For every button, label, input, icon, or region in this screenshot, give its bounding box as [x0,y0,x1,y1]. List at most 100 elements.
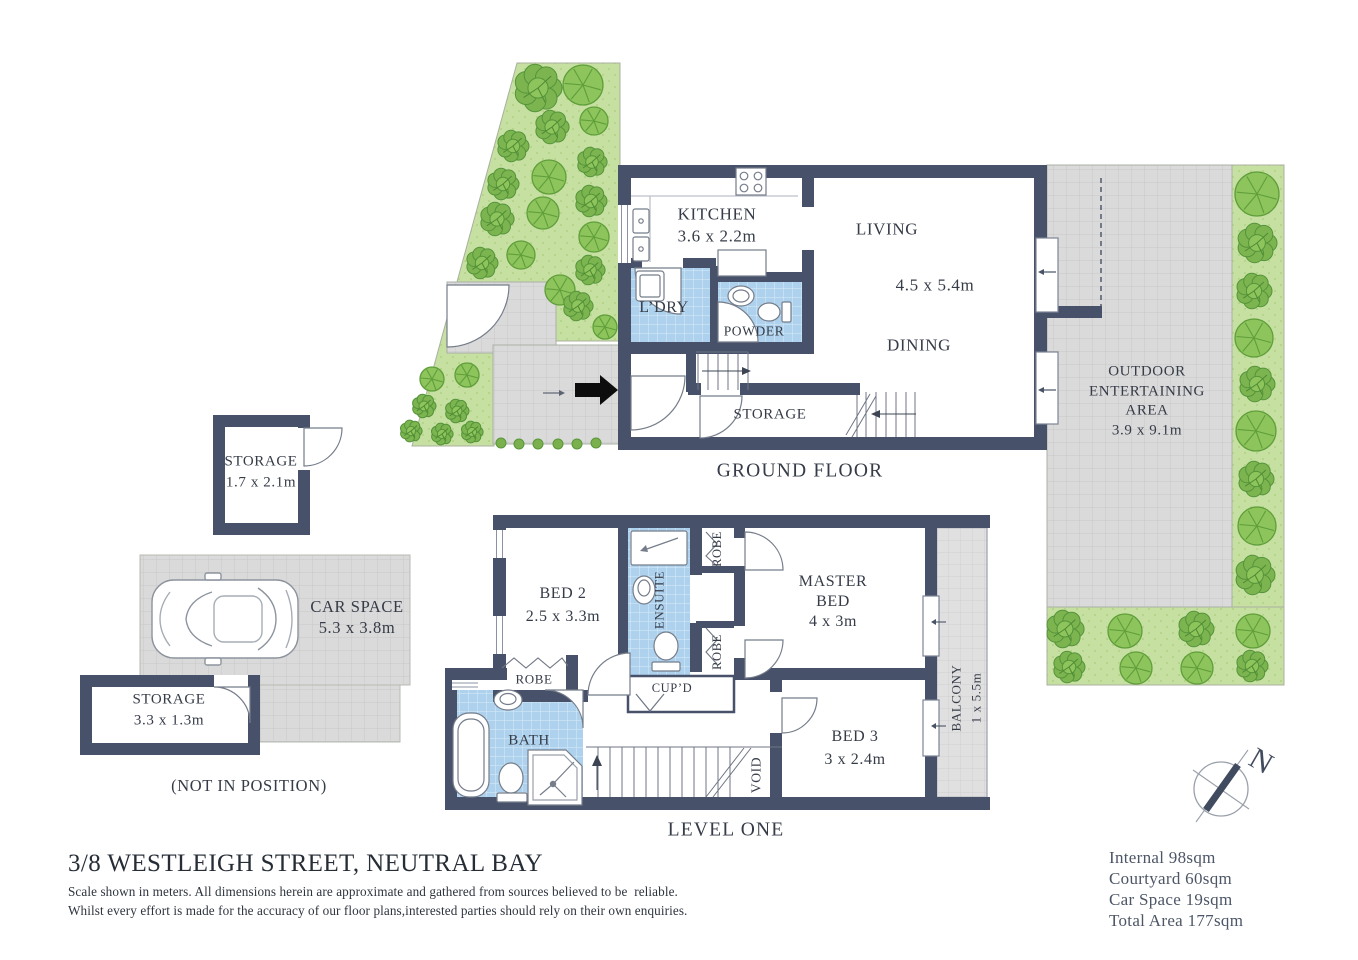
tree-icon [1234,318,1274,358]
tree-icon [590,437,602,449]
tree-icon [480,201,515,237]
powder-label: POWDER [723,323,785,339]
master-label-2: BED [816,593,850,610]
tree-icon [1239,365,1276,403]
tree-icon [575,254,606,286]
tree-icon [563,290,594,322]
windows-level-one [452,530,946,757]
bed3-dims: 3 x 2.4m [824,751,886,768]
tree-icon [579,106,609,136]
storage-gf-label: STORAGE [733,406,807,423]
robe-top-label: ROBE [709,531,724,567]
stairs-ground-floor [696,351,916,438]
compass-north-label: N [1244,741,1279,780]
tree-icon [1237,506,1277,546]
tree-icon [1234,171,1280,217]
tree-icon [1053,650,1086,684]
tree-icon [454,362,480,388]
tree-icon [419,366,445,392]
area-car-space: Car Space 19sqm [1109,890,1233,909]
tree-icon [461,420,484,444]
tree-icon [535,109,570,145]
tree-icon [531,159,567,195]
living-label: LIVING [855,219,919,239]
robe-hanging-icons [501,531,718,669]
laundry-label: L’DRY [639,299,689,316]
bath-label: BATH [508,732,550,749]
tree-icon [497,129,530,163]
tree-icon [571,438,583,450]
outdoor-label-3: AREA [1125,402,1169,419]
car-icon [151,572,299,666]
disclaimer-line-2: Whilst every effort is made for the accu… [68,903,688,918]
storage-lower-label: STORAGE [132,691,206,708]
outdoor-label-1: OUTDOOR [1108,363,1186,380]
tree-icon [495,437,507,449]
level-one-title: LEVEL ONE [667,819,785,841]
area-total: Total Area 177sqm [1109,911,1244,930]
doors-ground-floor [446,267,759,439]
tree-icon [513,438,525,450]
tree-icon [1180,651,1214,685]
tree-icon [592,314,618,340]
windows-ground-floor [618,205,1059,425]
bed2-dims: 2.5 x 3.3m [525,608,601,625]
area-internal: Internal 98sqm [1109,848,1216,867]
living-dims: 4.5 x 5.4m [895,275,975,295]
bed3-label: BED 3 [831,728,879,745]
kitchen-dims: 3.6 x 2.2m [677,226,757,246]
compass-icon: N [1192,741,1279,823]
tree-icon [526,196,560,230]
tree-icon [1235,410,1277,452]
tree-icon [1235,554,1276,596]
outdoor-label-2: ENTERTAINING [1089,383,1205,400]
area-courtyard: Courtyard 60sqm [1109,869,1233,888]
tree-icon [412,393,437,419]
tree-icon [1107,613,1143,649]
dining-label: DINING [886,335,952,355]
level-one-plan [445,515,990,810]
tree-icon [1236,272,1273,310]
tree-icon [1046,609,1085,649]
storage-lower-room [80,675,260,755]
stairs-level-one [586,746,782,798]
fixtures-ground-floor [632,167,792,323]
tree-icon [1119,651,1153,685]
tree-icon [577,146,608,178]
doors-level-one [544,531,818,734]
tree-icon [506,240,536,270]
cupboard-label: CUP’D [651,680,693,695]
fixtures-level-one [452,530,688,806]
entry-arrow-icon [543,375,618,405]
tree-icon [552,438,564,450]
ensuite-label: ENSUITE [651,570,667,630]
master-dims: 4 x 3m [808,613,858,630]
tree-icon [1237,222,1278,264]
storage-upper-dims: 1.7 x 2.1m [225,474,297,491]
tree-icon [445,398,470,424]
tree-icon [1178,610,1215,648]
balcony-label: BALCONY [948,664,964,732]
outdoor-dims: 3.9 x 9.1m [1111,422,1183,439]
tree-icon [532,438,544,450]
tree-icon [562,64,604,106]
kitchen-label: KITCHEN [677,204,757,224]
address-title: 3/8 WESTLEIGH STREET, NEUTRAL BAY [68,850,543,877]
robe-bottom-label: ROBE [709,634,724,670]
car-space-dims: 5.3 x 3.8m [318,617,396,637]
not-in-position-note: (NOT IN POSITION) [171,775,327,795]
tree-icon [514,63,563,113]
bed2-label: BED 2 [539,585,587,602]
tree-icon [575,184,608,218]
void-label: VOID [748,756,764,794]
disclaimer-line-1: Scale shown in meters. All dimensions he… [68,884,678,899]
ground-floor-plan [446,165,1102,450]
tree-icon [431,422,454,446]
tree-icon [400,419,423,443]
tree-icon [1235,613,1271,649]
ground-floor-title: GROUND FLOOR [716,460,884,482]
tree-icon [466,246,499,280]
storage-lower-dims: 3.3 x 1.3m [133,712,205,729]
